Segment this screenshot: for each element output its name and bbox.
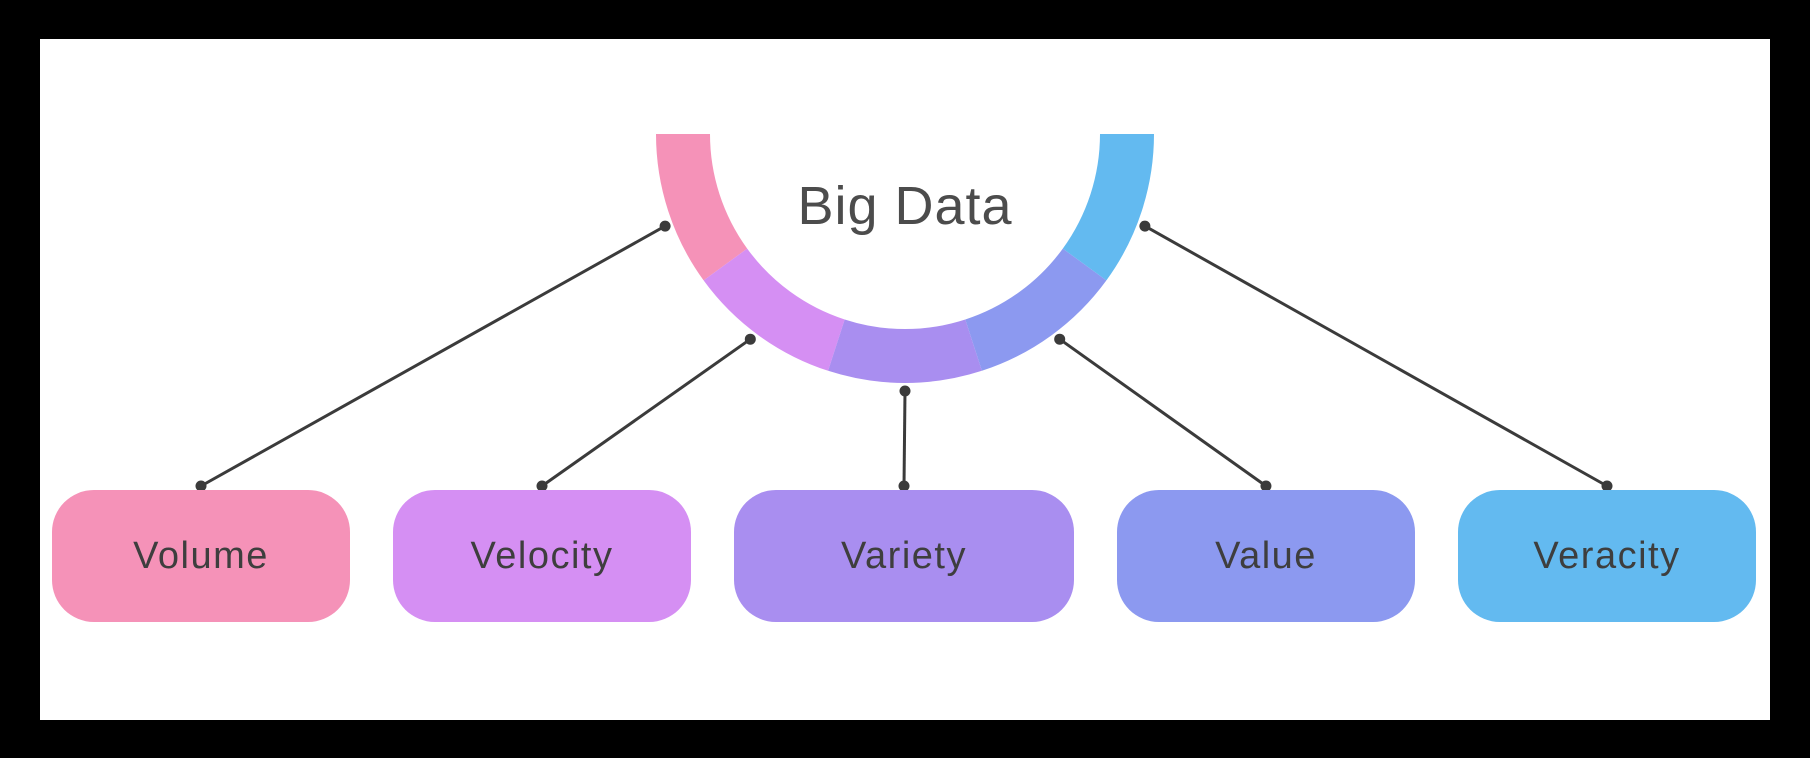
category-label-velocity: Velocity — [470, 534, 614, 577]
diagram-title: Big Data — [797, 176, 1013, 236]
category-box-variety: Variety — [734, 490, 1074, 622]
arc-connector-dot-veracity — [1139, 220, 1151, 232]
arc-segment-volume — [656, 134, 748, 281]
box-connector-dot-volume — [195, 480, 207, 492]
arc-connector-dot-velocity — [744, 333, 756, 345]
arc-connector-dot-value — [1054, 333, 1066, 345]
connector-line-volume — [200, 224, 666, 488]
box-connector-dot-value — [1260, 480, 1272, 492]
arc-segment-veracity — [1062, 134, 1154, 281]
connector-line-value — [1058, 337, 1267, 488]
diagram-canvas: Big Data Volume Velocity Variety Value V… — [40, 39, 1770, 720]
box-connector-dot-variety — [898, 480, 910, 492]
category-label-veracity: Veracity — [1533, 534, 1681, 577]
arc-connector-dot-volume — [659, 220, 671, 232]
connector-line-velocity — [541, 337, 752, 488]
category-box-value: Value — [1117, 490, 1415, 622]
box-connector-dot-velocity — [536, 480, 548, 492]
arc-segment-velocity — [703, 248, 845, 371]
category-label-variety: Variety — [841, 534, 967, 577]
category-box-volume: Volume — [52, 490, 350, 622]
connector-line-variety — [902, 390, 907, 487]
box-connector-dot-veracity — [1601, 480, 1613, 492]
arc-segment-value — [965, 248, 1107, 371]
category-box-veracity: Veracity — [1458, 490, 1756, 622]
connector-line-veracity — [1144, 224, 1608, 488]
category-label-value: Value — [1215, 534, 1317, 577]
arc-connector-dot-variety — [899, 385, 911, 397]
category-label-volume: Volume — [133, 534, 269, 577]
category-box-velocity: Velocity — [393, 490, 691, 622]
arc-segment-variety — [828, 319, 982, 383]
big-data-arc-diagram — [195, 134, 1613, 492]
